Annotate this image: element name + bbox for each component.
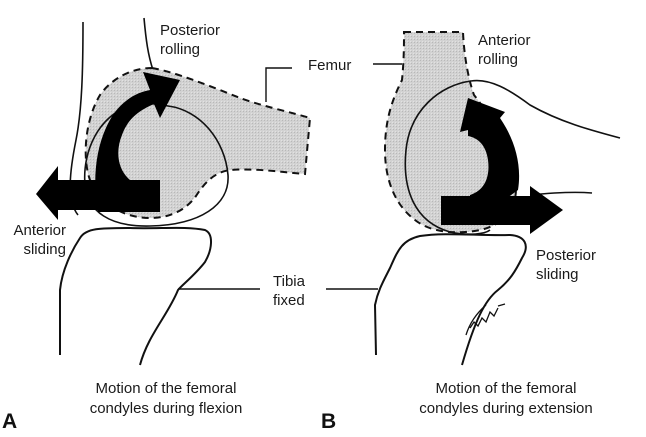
caption-line: Motion of the femoral [95,380,237,397]
label-tibia-fixed: Tibia fixed [273,272,305,310]
label-line: Anterior [13,222,66,239]
label-posterior-sliding: Posterior sliding [536,246,596,284]
label-line: Tibia [273,273,305,290]
label-line: rolling [478,51,519,68]
label-line: sliding [23,241,66,258]
label-posterior-rolling: Posterior rolling [160,21,220,59]
caption-line: condyles during flexion [89,400,243,417]
panel-b-rolling-arrow [460,98,520,225]
panel-a-femur-leader [265,67,292,102]
label-line: rolling [160,41,201,58]
panel-b-posterior-skin-line [470,79,621,139]
panel-letter-b: B [321,410,337,433]
panel-b-drawing [326,31,621,366]
label-anterior-sliding: Anterior sliding [4,221,66,259]
panel-a-posterior-skin-line [143,17,154,71]
panel-b-sliding-arrow [441,186,563,234]
panel-b-tibia [373,233,527,366]
panel-a-tibia [59,226,212,366]
label-line: fixed [273,292,305,309]
label-femur: Femur [308,57,352,74]
label-anterior-rolling: Anterior rolling [478,31,531,69]
caption-line: condyles during extension [419,400,593,417]
panel-a-drawing [36,17,312,366]
caption-line: Motion of the femoral [435,380,577,397]
panel-a-sliding-arrow [36,166,160,220]
panel-a-rolling-arrow [95,72,180,212]
panel-letter-a: A [2,410,18,433]
label-line: Anterior [478,32,531,49]
label-line: Posterior [160,22,221,39]
label-line: sliding [536,266,579,283]
label-line: Posterior [536,247,597,264]
caption-panel-a: Motion of the femoral condyles during fl… [56,379,276,419]
caption-panel-b: Motion of the femoral condyles during ex… [396,379,616,419]
artist-signature [465,303,506,336]
